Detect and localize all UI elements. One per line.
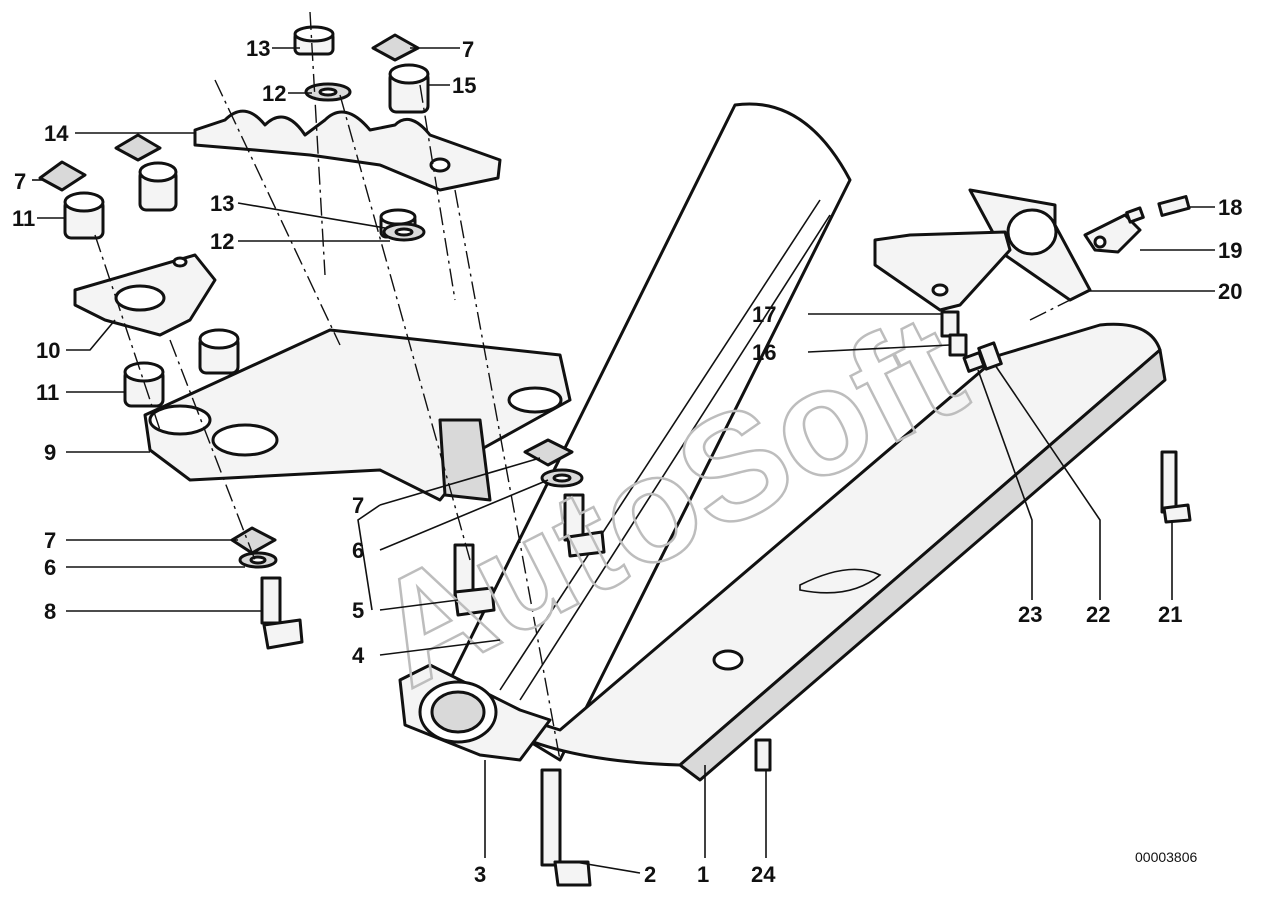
callout-17: 17 [752,302,776,327]
square-nut-7c [523,438,574,467]
callout-4: 4 [352,643,365,668]
callout-7c: 7 [14,169,26,194]
drawing-code: 00003806 [1135,849,1198,865]
square-nut-7d [230,526,277,555]
callout-5: 5 [352,598,364,623]
callout-8: 8 [44,599,56,624]
callout-13b: 13 [246,36,270,61]
clip-23 [962,351,986,373]
screw-24 [754,738,772,772]
callout-20: 20 [1218,279,1242,304]
corrugated-bracket-part [193,109,502,192]
callout-9: 9 [44,440,56,465]
bushing-lower [198,328,240,375]
callout-23: 23 [1018,602,1042,627]
washer-6a [540,468,584,488]
square-nut-14 [114,133,162,162]
callout-19: 19 [1218,238,1242,263]
callout-13a: 13 [210,191,234,216]
washer-12b [382,222,426,242]
callout-15: 15 [452,73,476,98]
callout-22: 22 [1086,602,1110,627]
callout-7a: 7 [352,493,364,518]
callout-18: 18 [1218,195,1242,220]
callout-1: 1 [697,862,709,887]
crossmember-part [143,328,572,502]
bushing-11b [123,361,165,408]
bushing-15 [388,63,430,114]
bushing-11a [63,191,105,240]
callout-14: 14 [44,121,69,146]
callout-10: 10 [36,338,60,363]
bolt-2 [540,768,592,887]
callout-labels: 1 2 3 4 5 6 6 7 7 7 7 8 9 10 11 11 12 12… [12,36,1242,887]
callout-12b: 12 [262,81,286,106]
callout-24: 24 [751,862,776,887]
bolt-21 [1160,450,1192,524]
callout-2: 2 [644,862,656,887]
washer-12a [304,82,352,102]
callout-11b: 11 [12,206,35,231]
front-flange-part [398,663,552,762]
callout-3: 3 [474,862,486,887]
housing-part [463,322,1167,782]
small-bracket-part [1083,206,1145,254]
callout-21: 21 [1158,602,1182,627]
upper-mount-plate-part [873,230,1012,312]
left-mount-plate-part [73,253,217,337]
nipple-17 [940,310,960,338]
washer-6b [238,551,278,569]
callout-6b: 6 [44,555,56,580]
square-nut-7a [38,160,87,192]
callout-6a: 6 [352,538,364,563]
callout-7d: 7 [462,37,474,62]
screw-18 [1157,195,1191,217]
leader-lines [32,47,1215,874]
bolt-8 [260,576,304,650]
callout-11a: 11 [36,380,59,405]
callout-12a: 12 [210,229,234,254]
bolt-5b [563,493,606,558]
hex-nut-13a [293,25,335,56]
assembly-centerlines [94,11,1091,761]
tube-part [443,102,852,762]
callout-7b: 7 [44,528,56,553]
callout-16: 16 [752,340,776,365]
bolt-5a [453,543,496,617]
nipple-16 [948,333,968,357]
bushing-mid [138,161,178,212]
